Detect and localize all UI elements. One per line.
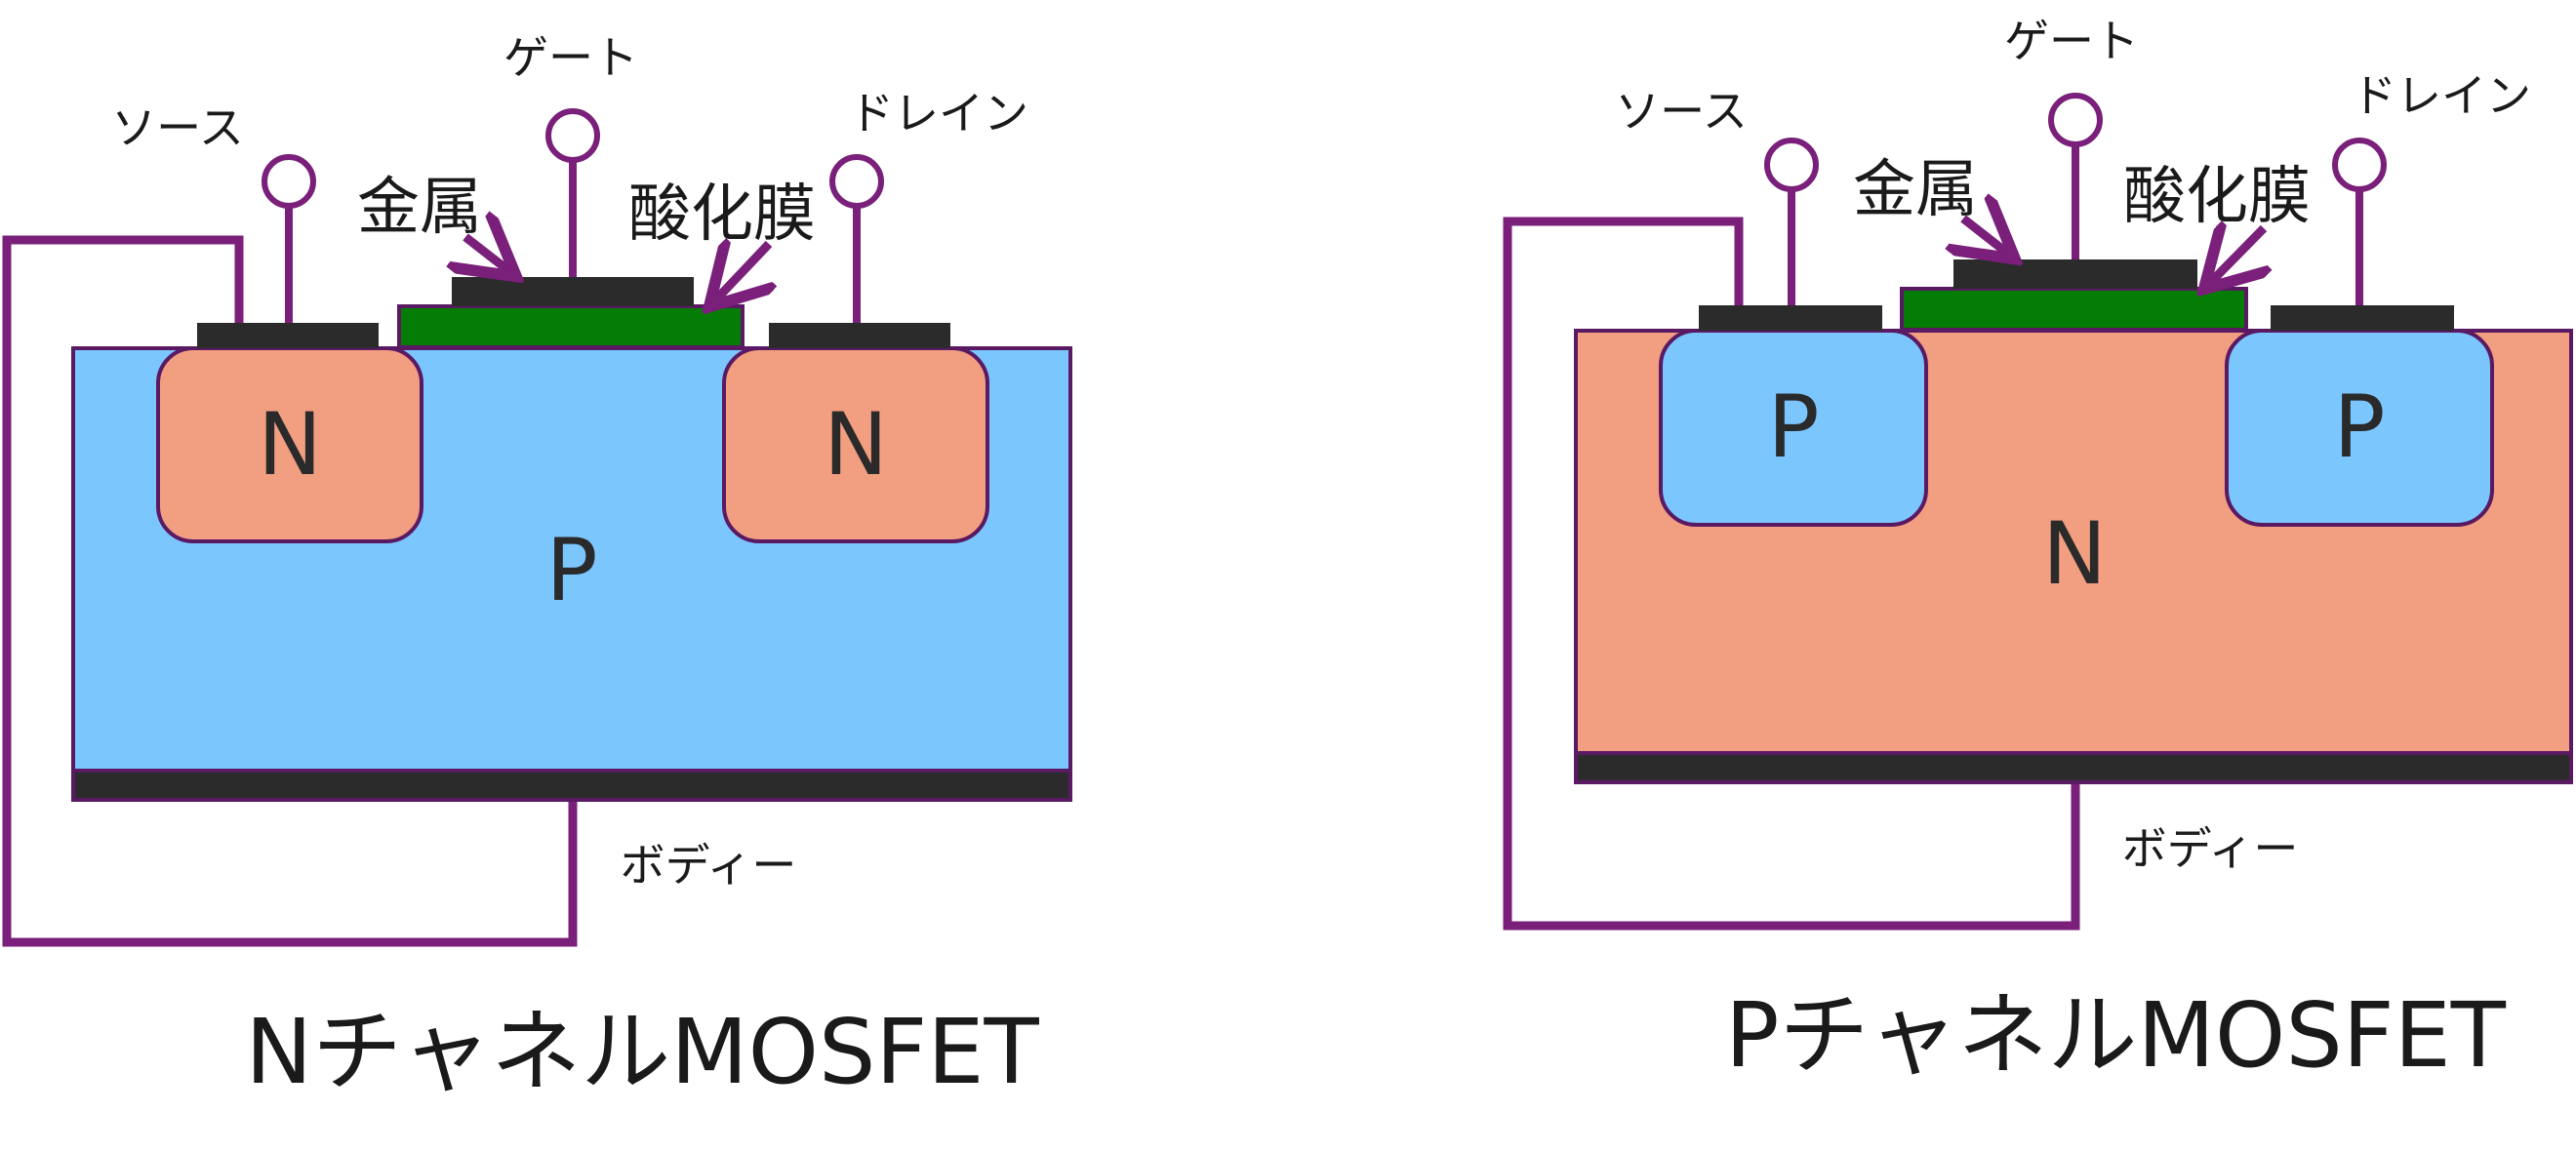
n-body-label: ボディー xyxy=(621,839,797,892)
p-channel-title: PチャネルMOSFET xyxy=(1725,983,2507,1088)
n-gate-metal xyxy=(452,277,694,306)
n-body-wire xyxy=(2,235,578,947)
p-body-contact xyxy=(1574,751,2573,784)
n-gate-terminal xyxy=(545,108,600,163)
n-drain-well-label: N xyxy=(824,394,888,495)
p-drain-well-label: P xyxy=(2333,377,2385,477)
p-gate-metal xyxy=(1953,259,2197,289)
p-channel-mosfet: ソース ゲート ドレイン 金属 酸化膜 P P N ボディー PチャネルMOSF… xyxy=(1503,15,2573,1088)
p-source-terminal xyxy=(1764,138,1819,192)
n-gate-label: ゲート xyxy=(503,31,638,84)
n-source-label: ソース xyxy=(111,101,244,154)
p-drain-label: ドレイン xyxy=(2352,69,2531,122)
p-metal-arrow xyxy=(1963,218,2008,254)
p-drain-terminal xyxy=(2332,138,2387,192)
p-oxide-label: 酸化膜 xyxy=(2123,161,2311,233)
n-channel-title: NチャネルMOSFET xyxy=(245,1000,1039,1104)
n-oxide-arrow xyxy=(715,244,769,300)
n-body-contact xyxy=(71,769,1072,802)
n-source-well-label: N xyxy=(258,394,322,495)
p-body-wire xyxy=(1503,217,2080,931)
n-gate-oxide xyxy=(397,304,745,349)
p-gate-label: ゲート xyxy=(2004,15,2139,67)
p-substrate-label: N xyxy=(2042,503,2107,604)
p-source-label: ソース xyxy=(1615,85,1748,138)
p-source-well-label: P xyxy=(1767,377,1819,477)
p-gate-oxide xyxy=(1900,287,2248,332)
n-source-metal xyxy=(197,323,379,348)
p-drain-metal xyxy=(2271,305,2454,331)
p-source-metal xyxy=(1699,305,1882,331)
p-metal-label: 金属 xyxy=(1853,154,1978,226)
p-body-label: ボディー xyxy=(2122,822,2299,875)
n-source-terminal xyxy=(262,154,316,209)
n-oxide-label: 酸化膜 xyxy=(628,179,816,251)
n-metal-arrow xyxy=(465,237,509,271)
p-gate-terminal xyxy=(2048,93,2103,147)
n-drain-terminal xyxy=(829,154,884,209)
n-drain-metal xyxy=(769,323,950,348)
n-substrate-label: P xyxy=(545,520,597,620)
p-oxide-arrow xyxy=(2210,228,2264,283)
n-drain-label: ドレイン xyxy=(849,87,1028,139)
n-channel-mosfet: ソース ゲート ドレイン 金属 酸化膜 N N P ボディー NチャネルMOSF… xyxy=(2,31,1072,1104)
n-metal-label: 金属 xyxy=(357,172,482,244)
